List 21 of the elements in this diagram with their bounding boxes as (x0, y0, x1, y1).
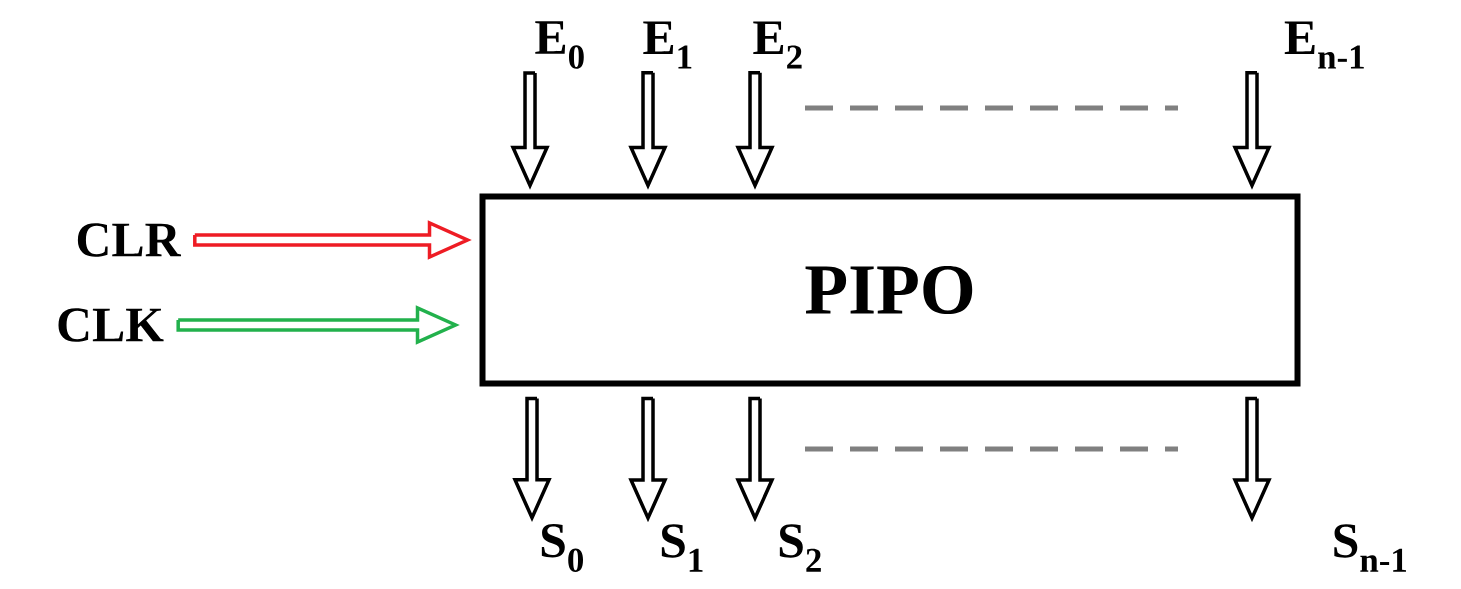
arrow (735, 396, 775, 523)
signal-label: CLR (77, 223, 182, 257)
input-label: E$_{n-1}$ (1284, 21, 1364, 69)
arrow (628, 396, 668, 523)
output-label: S$_{n-1}$ (1334, 524, 1406, 572)
arrow (735, 71, 775, 190)
arrow (193, 220, 472, 260)
input-label: E$_{1}$ (643, 21, 692, 69)
arrow (512, 396, 552, 523)
output-label: S$_{2}$ (779, 524, 821, 572)
output-label: S$_{0}$ (541, 524, 583, 572)
output-label: S$_{1}$ (661, 524, 703, 572)
input-label: E$_{2}$ (753, 21, 802, 69)
input-label: E$_{0}$ (535, 21, 584, 69)
arrow (628, 71, 668, 190)
signal-label: CLK (58, 308, 164, 342)
arrow (1232, 71, 1272, 190)
register-box: PIPO (479, 193, 1301, 387)
arrow (510, 71, 550, 190)
arrow (1232, 396, 1272, 523)
arrow (176, 305, 460, 345)
